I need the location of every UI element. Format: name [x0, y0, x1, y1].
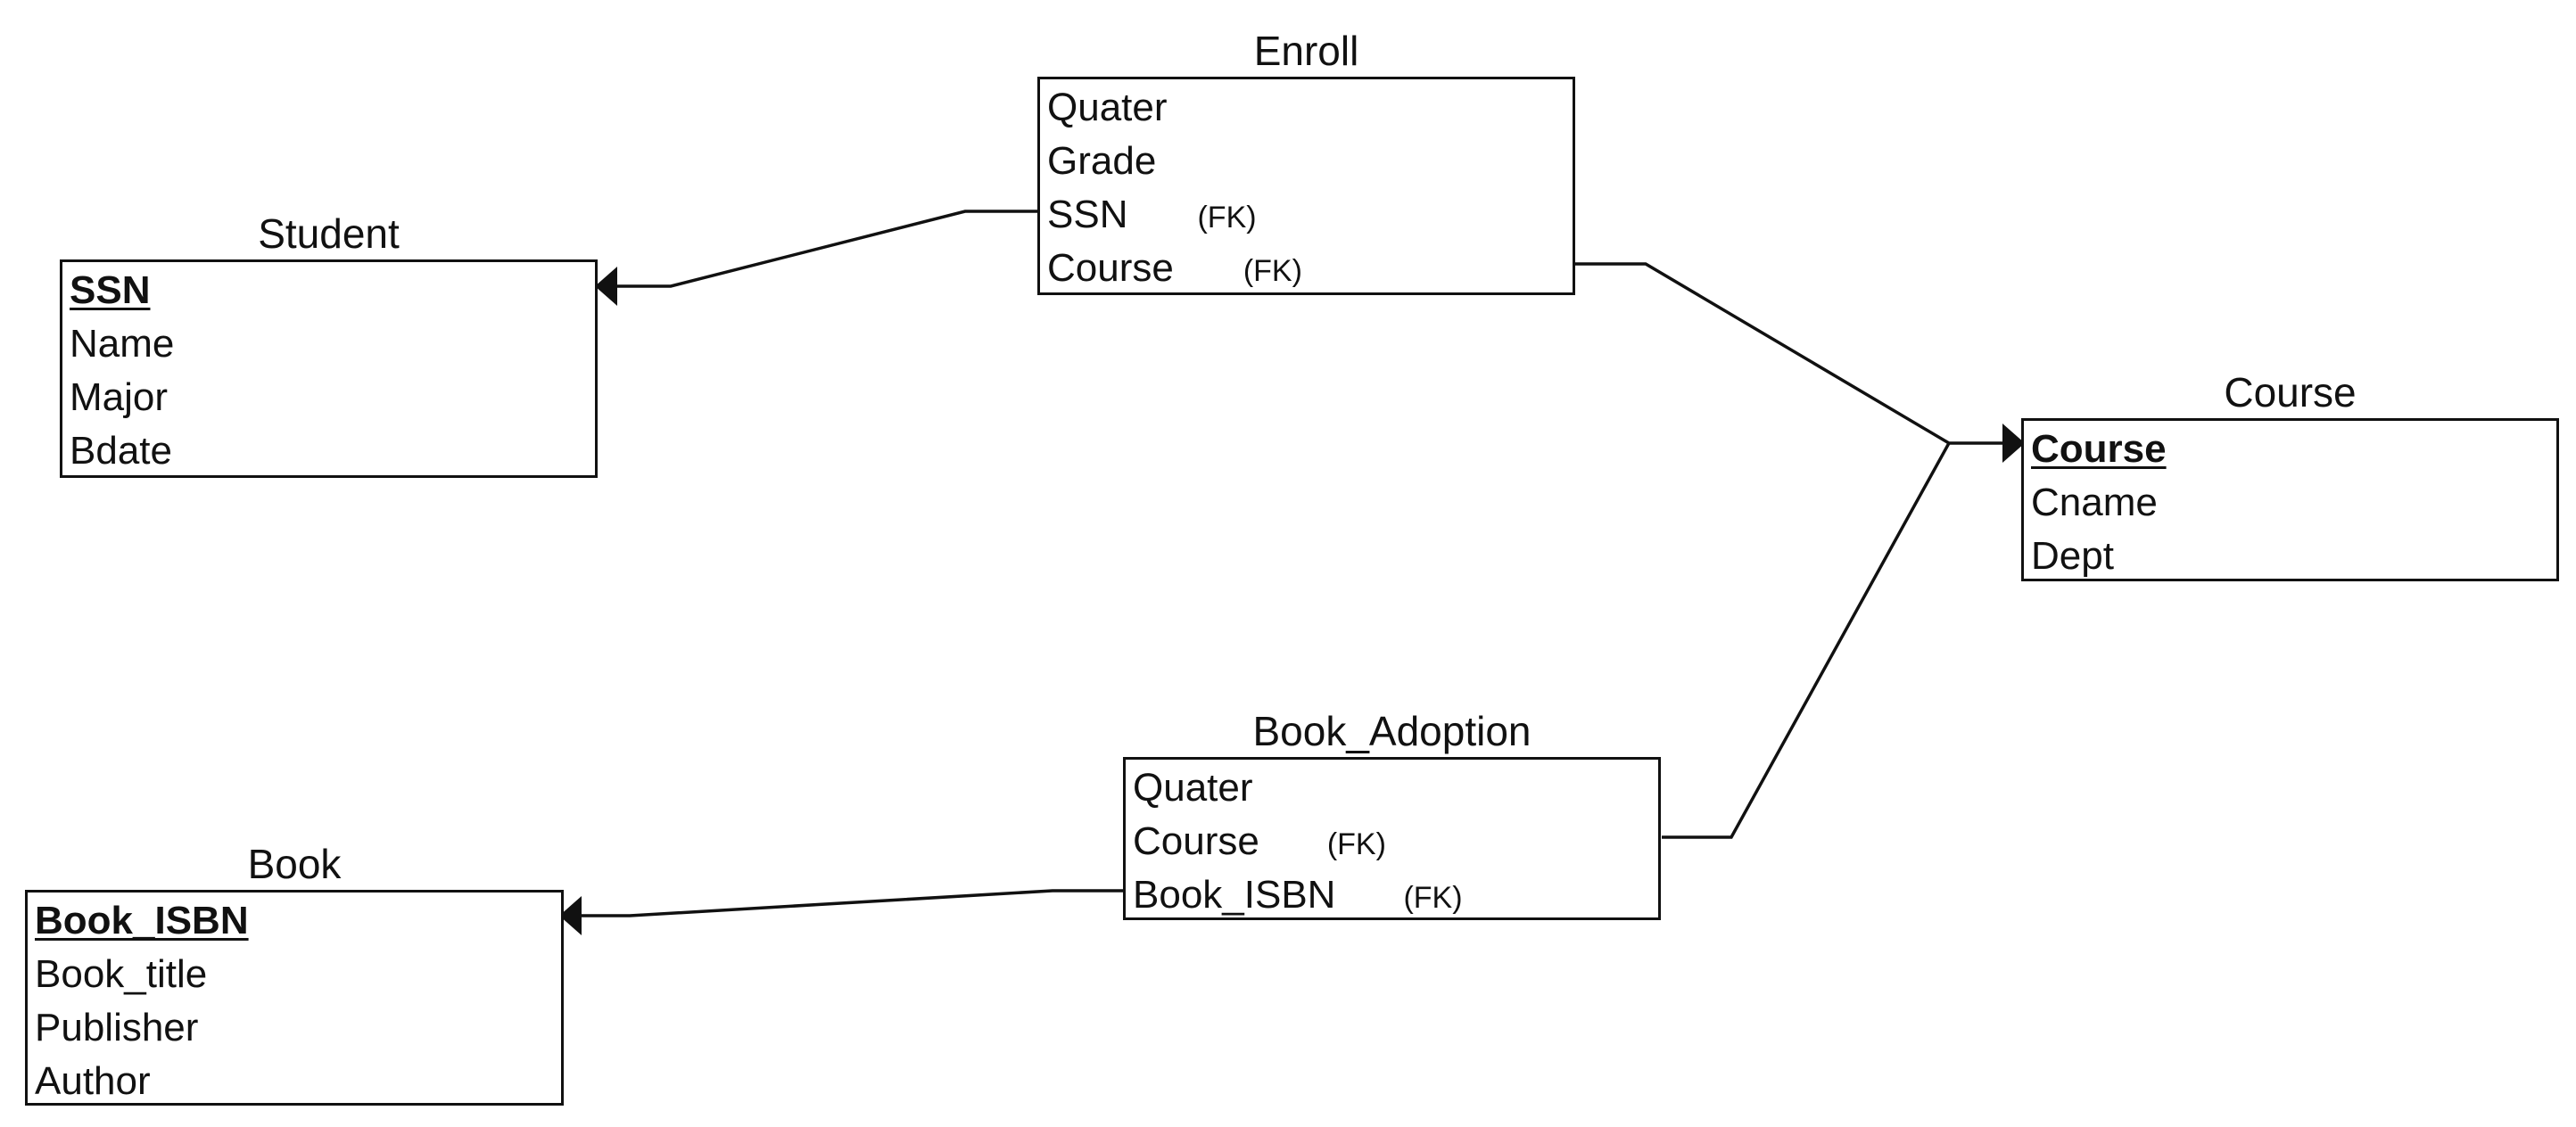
attribute-row: Major — [70, 371, 595, 424]
attribute-name: Dept — [2031, 534, 2114, 578]
attribute-name: Quater — [1047, 86, 1168, 129]
attribute-row: Name — [70, 317, 595, 371]
attribute-row: Publisher — [35, 1001, 561, 1055]
attribute-name: Book_ISBN — [1133, 873, 1336, 917]
attribute-row: Course (FK) — [1047, 242, 1573, 295]
attribute-name: Grade — [1047, 139, 1157, 183]
attribute-name: SSN — [1047, 193, 1128, 236]
attribute-name: Course — [1133, 819, 1259, 863]
attribute-row: Book_title — [35, 948, 561, 1001]
attribute-name: Book_ISBN — [35, 899, 249, 942]
entity-book-title: Book — [247, 841, 342, 887]
foreign-key-marker: (FK) — [1326, 827, 1386, 861]
book-adoption-isbn-to-book-line — [582, 889, 1123, 917]
attribute-row: Bdate — [70, 424, 595, 478]
attribute-name: Course — [2031, 427, 2167, 471]
attribute-name: Publisher — [35, 1006, 199, 1049]
attribute-name: Author — [35, 1059, 151, 1103]
entity-book-adoption-title: Book_Adoption — [1252, 708, 1532, 754]
foreign-key-marker: (FK) — [1403, 881, 1463, 915]
attribute-row: Course (FK) — [1133, 815, 1658, 868]
attribute-row: Book_ISBN — [35, 894, 561, 948]
enroll-course-to-course-line — [1575, 262, 2002, 445]
attribute-row: Quater — [1133, 761, 1658, 815]
entity-enroll-title: Enroll — [1253, 28, 1359, 74]
attribute-name: Course — [1047, 246, 1174, 290]
attribute-row: Quater — [1047, 81, 1573, 135]
course-arrowhead — [2002, 424, 2025, 463]
attribute-name: Name — [70, 322, 175, 366]
attribute-row: SSN — [70, 264, 595, 317]
attribute-row: Book_ISBN (FK) — [1133, 868, 1658, 922]
attribute-name: Cname — [2031, 481, 2158, 524]
enroll-ssn-to-student-line — [617, 210, 1037, 288]
attribute-row: Course — [2031, 423, 2556, 476]
student-arrowhead — [595, 267, 617, 306]
attribute-row: Dept — [2031, 530, 2556, 583]
foreign-key-marker: (FK) — [1243, 254, 1302, 288]
attribute-name: Bdate — [70, 429, 172, 473]
book-adoption-course-to-course-line — [1662, 442, 1951, 839]
entity-student-title: Student — [258, 210, 400, 257]
attribute-name: SSN — [70, 268, 151, 312]
book-arrowhead — [559, 896, 582, 935]
attribute-row: Grade — [1047, 135, 1573, 188]
attribute-name: Quater — [1133, 766, 1253, 810]
attribute-name: Book_title — [35, 952, 208, 996]
entity-course-title: Course — [2224, 369, 2357, 415]
attribute-name: Major — [70, 375, 169, 419]
attribute-row: Cname — [2031, 476, 2556, 530]
attribute-row: SSN (FK) — [1047, 188, 1573, 242]
attribute-row: Author — [35, 1055, 561, 1108]
foreign-key-marker: (FK) — [1197, 201, 1257, 234]
